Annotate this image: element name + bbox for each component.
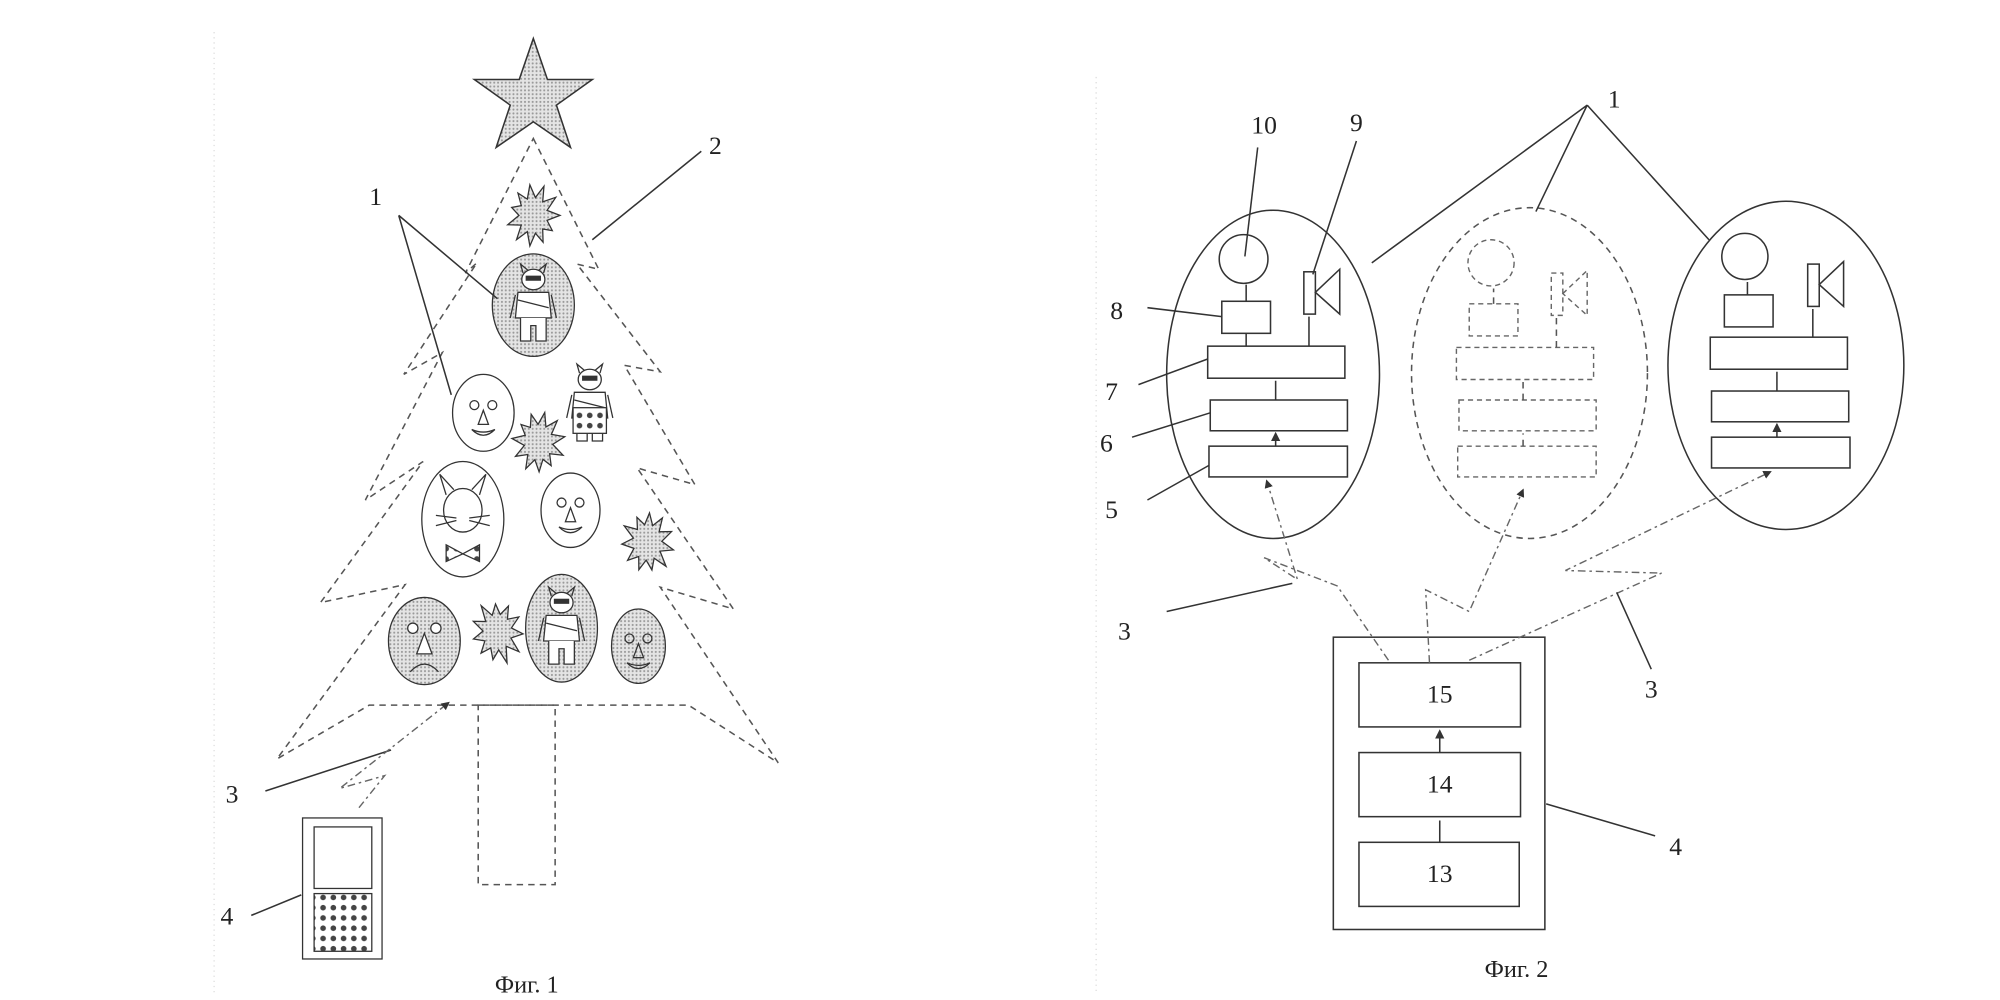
block-15-label: 15 <box>1427 680 1453 709</box>
ornament-face-sad <box>387 596 461 686</box>
block-8 <box>1221 300 1272 335</box>
label-ornaments-fig2: 1 <box>1608 85 1621 114</box>
signal-left <box>1263 479 1390 661</box>
burst-ornament <box>471 602 525 666</box>
label-block7: 7 <box>1105 377 1118 406</box>
remote-unit-4: 15 14 13 <box>1332 636 1546 931</box>
remote-phone <box>301 817 383 960</box>
ornament-cat-figure <box>566 363 614 442</box>
block-13 <box>1358 841 1520 908</box>
figure-1-caption: Фиг. 1 <box>495 971 559 998</box>
label-signal-left: 3 <box>1118 617 1131 646</box>
phone-keypad <box>313 892 373 952</box>
ornament-cat-top <box>491 253 575 358</box>
block-5 <box>1208 445 1349 478</box>
star-topper <box>471 36 595 150</box>
label-tree: 2 <box>709 131 722 160</box>
label-lamp: 10 <box>1251 110 1277 139</box>
signal-right <box>1468 471 1772 661</box>
ornament-face-3 <box>610 608 667 684</box>
ornament-bursts <box>471 182 676 666</box>
ornament-unit-middle <box>1410 206 1649 540</box>
burst-ornament <box>505 182 562 249</box>
block-14-label: 14 <box>1427 769 1453 798</box>
block-7 <box>1206 345 1346 379</box>
label-block5: 5 <box>1105 495 1118 524</box>
label-remote-fig2: 4 <box>1669 832 1682 861</box>
lamp-10 <box>1218 233 1269 285</box>
figure-2: 15 14 13 10 9 8 7 6 5 1 3 3 4 Фиг. 2 <box>1100 85 1905 983</box>
label-block8: 8 <box>1110 296 1123 325</box>
ornament-unit-right <box>1667 200 1905 531</box>
figure-1: 1 2 3 4 Фиг. 1 <box>221 36 779 998</box>
speaker-9 <box>1303 271 1317 315</box>
signal-path <box>339 701 450 809</box>
ornament-unit-left <box>1165 209 1381 540</box>
signal-middle <box>1424 488 1525 663</box>
label-signal: 3 <box>226 780 239 809</box>
block-13-label: 13 <box>1427 859 1453 888</box>
ornament-cat-bottom <box>525 573 599 683</box>
block-14 <box>1358 751 1522 818</box>
tree-trunk <box>477 704 556 886</box>
burst-ornament <box>510 410 567 474</box>
block-6 <box>1209 399 1349 432</box>
ornament-face-2 <box>540 472 601 549</box>
ornament-cat-big <box>421 460 505 578</box>
figure-2-caption: Фиг. 2 <box>1485 956 1549 983</box>
christmas-tree-outline <box>276 136 779 764</box>
burst-ornament <box>620 510 676 572</box>
label-remote: 4 <box>221 901 234 930</box>
label-block6: 6 <box>1100 428 1113 457</box>
ornament-face-1 <box>451 373 515 452</box>
label-ornaments: 1 <box>369 182 382 211</box>
label-speaker: 9 <box>1350 108 1363 137</box>
phone-screen <box>313 826 373 890</box>
label-signal-right: 3 <box>1645 674 1658 703</box>
